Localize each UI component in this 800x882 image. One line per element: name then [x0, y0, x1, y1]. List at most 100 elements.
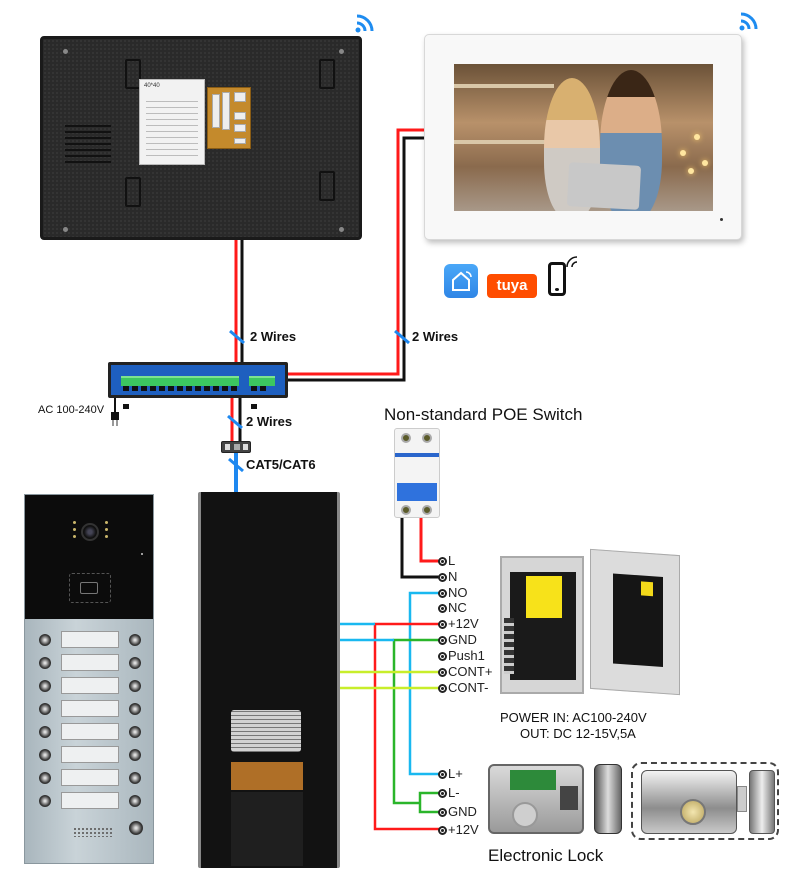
terminal-Lplus: L+ — [438, 767, 463, 781]
rear-connector-board — [231, 762, 303, 790]
wire-cut-mark — [228, 457, 244, 473]
tuya-app-icon: tuya — [487, 274, 537, 298]
terminal-ring-icon — [438, 808, 447, 817]
terminal-CONTminus: CONT- — [438, 681, 488, 695]
terminal-NC: NC — [438, 601, 467, 615]
poe-switch — [108, 362, 288, 409]
psu-open-box — [500, 556, 584, 694]
screw — [63, 227, 68, 232]
wifi-icon — [739, 12, 758, 31]
rfid-card-reader-icon — [69, 573, 111, 603]
cable-type-label: CAT5/CAT6 — [246, 457, 316, 472]
call-button-row[interactable] — [39, 746, 141, 764]
wire-red-12v — [373, 622, 440, 831]
power-in-label: POWER IN: AC100-240V — [500, 710, 647, 725]
terminal-ring-icon — [438, 589, 447, 598]
wire-cut-mark — [394, 329, 410, 345]
indoor-monitor-front — [424, 34, 742, 240]
wires-label-down: 2 Wires — [246, 414, 293, 429]
screw — [63, 49, 68, 54]
call-button-row[interactable] — [39, 769, 141, 787]
monitor-screen — [454, 64, 713, 211]
outdoor-station-front — [24, 494, 154, 864]
terminal-N: N — [438, 570, 457, 584]
terminal-ring-icon — [438, 557, 447, 566]
power-supply — [500, 546, 690, 696]
terminal-lock-GND: GND — [438, 805, 477, 819]
lock-motor — [512, 802, 538, 828]
wire-green-gnd — [392, 638, 440, 805]
psu-lid — [590, 548, 680, 696]
terminal-ring-icon — [438, 826, 447, 835]
wire-black-monitor-front — [288, 136, 426, 382]
breaker-toggle — [397, 483, 437, 501]
terminal-CONTplus: CONT+ — [438, 665, 492, 679]
extra-call-button[interactable] — [129, 821, 143, 835]
caution-sticker — [526, 576, 562, 618]
terminal-ring-icon — [438, 684, 447, 693]
wire-cut-mark — [227, 414, 243, 430]
mount-slot — [319, 171, 335, 201]
outdoor-station-back — [198, 492, 340, 868]
call-button-row[interactable] — [39, 700, 141, 718]
speaker-vent — [65, 121, 111, 163]
terminal-Push1: Push1 — [438, 649, 485, 663]
terminal-lock-12v: +12V — [438, 823, 479, 837]
call-button-row[interactable] — [39, 677, 141, 695]
psu-terminal-strip — [504, 618, 514, 674]
call-button-row[interactable] — [39, 631, 141, 649]
electronic-lock-assembled — [631, 762, 779, 840]
poe-switch-title: Non-standard POE Switch — [384, 405, 583, 424]
terminal-Lminus: L- — [438, 786, 460, 800]
rear-cover — [231, 792, 303, 866]
camera-module — [25, 495, 153, 619]
sticker-size-text: 40*40 — [144, 83, 160, 89]
wire-red-L — [419, 510, 440, 563]
terminal-ring-icon — [438, 636, 447, 645]
terminal-ring-icon — [438, 604, 447, 613]
ac-input-label: AC 100-240V — [38, 404, 105, 416]
smart-home-app-icon — [444, 264, 478, 298]
mic-dot — [720, 218, 723, 221]
indoor-monitor-back: 40*40 — [40, 36, 362, 240]
electronic-lock-title: Electronic Lock — [488, 846, 604, 865]
speaker-grille — [73, 827, 113, 837]
sticker-grid — [146, 100, 198, 156]
camera-lens — [81, 523, 99, 541]
power-out-label: OUT: DC 12-15V,5A — [520, 726, 636, 741]
terminal-GND: GND — [438, 633, 477, 647]
terminal-L: L — [438, 554, 455, 568]
call-button-row[interactable] — [39, 723, 141, 741]
lock-bolt — [737, 786, 747, 812]
mount-slot — [125, 177, 141, 207]
screw — [339, 49, 344, 54]
terminal-12v: +12V — [438, 617, 479, 631]
terminal-ring-icon — [438, 573, 447, 582]
rear-label-sticker — [231, 710, 301, 752]
wire-green-branch — [418, 791, 440, 814]
phone-signal-icon — [566, 256, 578, 268]
terminal-ring-icon — [438, 770, 447, 779]
smartphone-icon — [548, 262, 566, 296]
wire-cut-mark — [229, 329, 245, 345]
mount-slot — [125, 59, 141, 89]
lock-strike-plate — [594, 764, 622, 834]
terminal-ring-icon — [438, 652, 447, 661]
terminal-NO: NO — [438, 586, 468, 600]
terminal-ring-icon — [438, 789, 447, 798]
wire-red-monitor-front — [288, 128, 426, 376]
call-button-row[interactable] — [39, 654, 141, 672]
wires-label-left: 2 Wires — [250, 329, 297, 344]
tablet — [566, 162, 642, 210]
circuit-breaker — [394, 428, 440, 518]
psu-rating-plate — [613, 573, 663, 667]
lock-coil — [560, 786, 578, 810]
mount-slot — [319, 59, 335, 89]
rj45-connector — [221, 441, 251, 453]
terminal-ring-icon — [438, 668, 447, 677]
call-button-row[interactable] — [39, 792, 141, 810]
lock-keeper — [749, 770, 775, 834]
wires-label-right: 2 Wires — [412, 329, 459, 344]
terminal-block — [121, 376, 239, 409]
power-plug-icon — [111, 398, 119, 426]
